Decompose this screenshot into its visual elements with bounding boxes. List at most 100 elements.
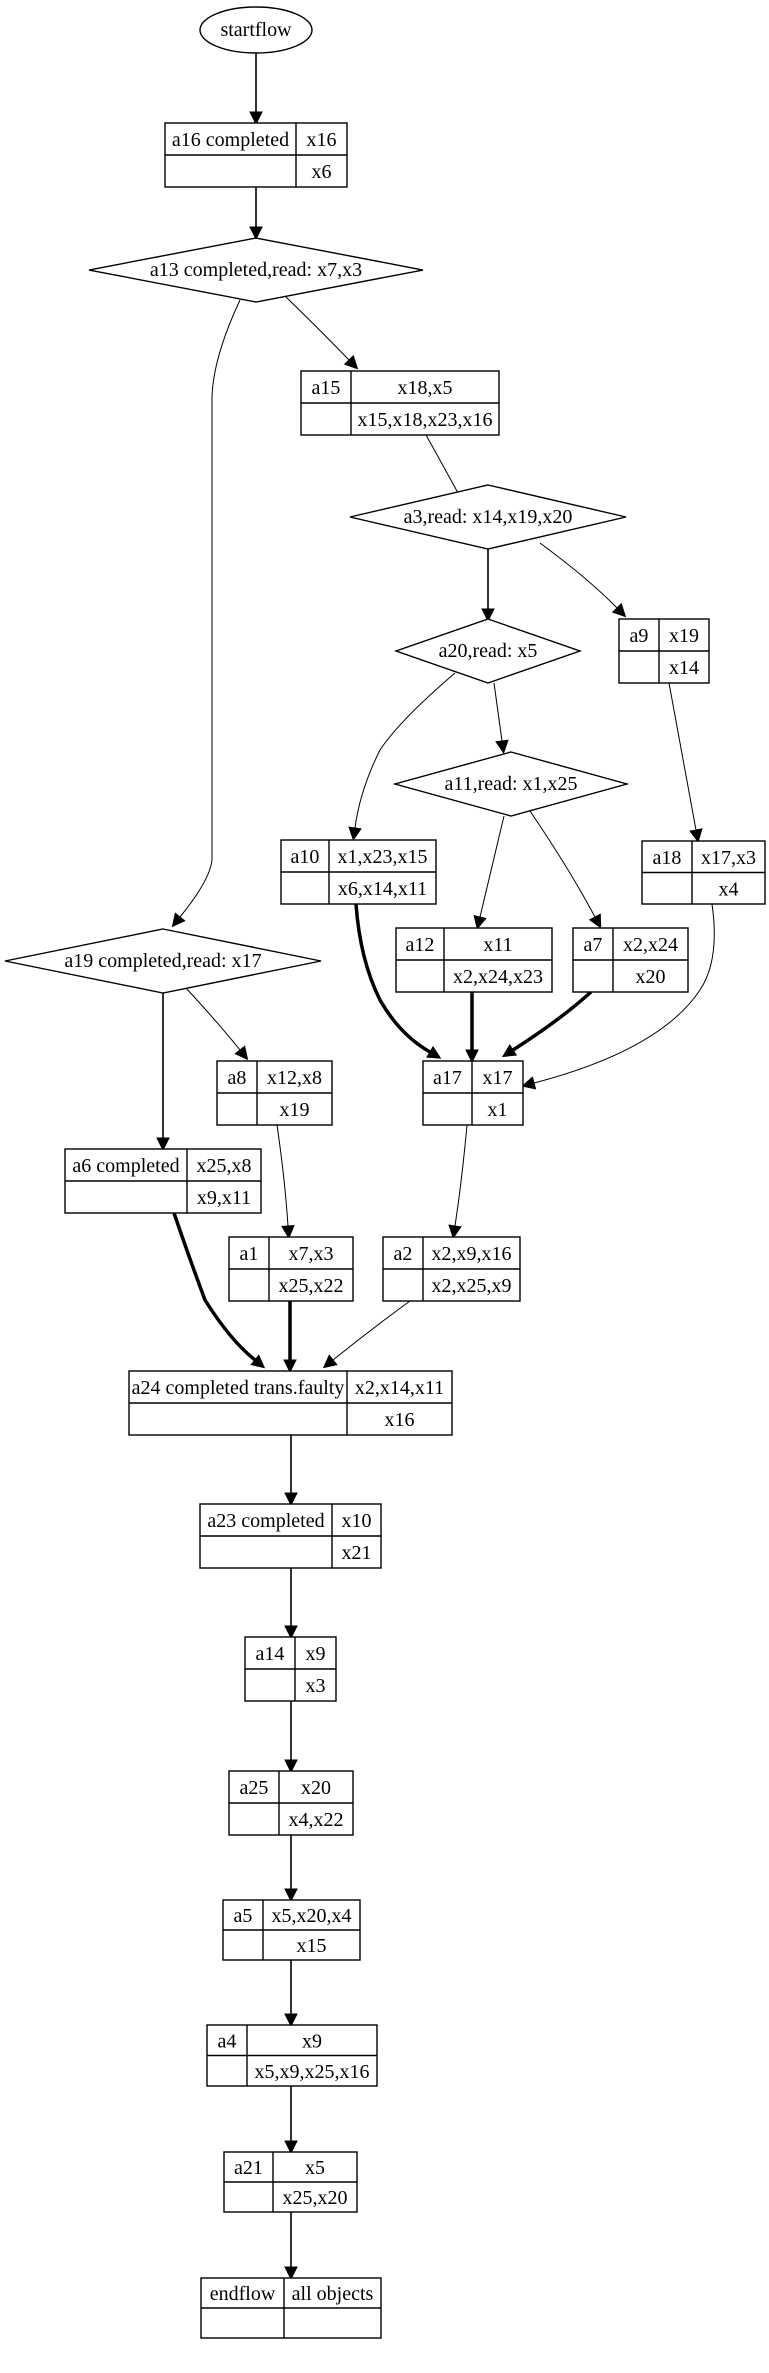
record-node-a6[interactable]: a6 completed x25,x8 x9,x11 [64, 1148, 262, 1214]
arrowhead-icon [501, 1043, 518, 1058]
edge-line [172, 1212, 257, 1362]
edge-line [479, 815, 505, 918]
arrowhead-icon [448, 1224, 462, 1239]
arrowhead-icon [465, 1049, 479, 1064]
record-bottom-vars: x4,x22 [289, 1809, 344, 1831]
arrowhead-icon [284, 1625, 298, 1640]
edge-a12-to-a17 [465, 992, 479, 1064]
edge-a5-to-a4 [284, 1960, 298, 2028]
edge-a18-to-a17 [521, 903, 715, 1090]
arrowhead-icon [689, 828, 703, 843]
record-bottom-vars: x9,x11 [197, 1187, 251, 1209]
diamond-shape [4, 928, 322, 994]
record-name: a14 [256, 1643, 285, 1665]
record-bottom-vars: x25,x20 [283, 2187, 348, 2209]
record-bottom-vars: x15,x18,x23,x16 [358, 409, 493, 431]
record-name: a15 [312, 377, 341, 399]
edge-line [332, 1300, 411, 1361]
decision-node-a3[interactable]: a3,read: x14,x19,x20 [349, 484, 627, 550]
record-top-vars: x2,x9,x16 [432, 1243, 512, 1265]
decision-node-a13[interactable]: a13 completed,read: x7,x3 [88, 237, 424, 303]
record-name: a23 completed [207, 1510, 324, 1532]
arrowhead-icon [611, 602, 627, 618]
record-top-vars: x25,x8 [197, 1155, 252, 1177]
record-top-vars: x20 [301, 1777, 331, 1799]
edge-a14-to-a25 [284, 1701, 298, 1774]
arrowhead-icon [284, 2140, 298, 2155]
edge-a20-to-a10 [348, 672, 456, 841]
arrowhead-icon [284, 2013, 298, 2028]
edge-line [539, 542, 618, 609]
edge-line [529, 810, 596, 918]
record-bottom-vars: x25,x22 [279, 1275, 344, 1297]
record-top-vars: x7,x3 [289, 1243, 334, 1265]
record-bottom-vars: x6,x14,x11 [338, 878, 427, 900]
arrowhead-icon [156, 1137, 170, 1152]
nodes-layer: startflow a13 completed,read: x7,x3 a3,rea… [4, 6, 766, 2339]
record-name: a10 [291, 846, 320, 868]
record-name: a2 [394, 1243, 413, 1265]
arrowhead-icon [284, 2266, 298, 2281]
arrowhead-icon [249, 111, 263, 126]
edge-startflow-to-a16 [249, 53, 263, 126]
record-bottom-vars: x19 [280, 1099, 310, 1121]
record-name: a6 completed [72, 1155, 179, 1177]
diamond-shape [393, 618, 583, 684]
record-node-a1[interactable]: a1 x7,x3 x25,x22 [228, 1236, 354, 1302]
edge-line [354, 903, 431, 1054]
record-top-vars: x19 [669, 625, 699, 647]
arrowhead-icon [588, 913, 602, 929]
diamond-shape [349, 484, 627, 550]
record-name: a9 [630, 625, 649, 647]
diamond-shape [392, 751, 630, 817]
edge-a23-to-a14 [284, 1568, 298, 1640]
record-name: a4 [218, 2030, 237, 2052]
edge-line [512, 990, 593, 1052]
decision-node-a19[interactable]: a19 completed,read: x17 [4, 928, 322, 994]
record-top-vars: x9 [302, 2030, 322, 2052]
record-name: a17 [433, 1067, 462, 1089]
node-startflow[interactable]: startflow [199, 6, 313, 54]
record-top-vars: x2,x24 [623, 934, 678, 956]
edge-a13-to-a15 [284, 295, 359, 370]
decision-node-a20[interactable]: a20,read: x5 [393, 618, 583, 684]
record-top-vars: x9 [306, 1643, 326, 1665]
record-name: endflow [210, 2283, 276, 2305]
edge-a2-to-a24 [322, 1300, 411, 1369]
decision-label: a19 completed,read: x17 [64, 950, 261, 972]
record-name: a12 [406, 934, 435, 956]
edge-line [493, 682, 503, 742]
edge-line [668, 682, 697, 831]
decision-node-a11[interactable]: a11,read: x1,x25 [392, 751, 630, 817]
record-bottom-vars: x2,x24,x23 [453, 966, 543, 988]
record-bottom-vars: x16 [385, 1409, 415, 1431]
edge-a21-to-endflow [284, 2212, 298, 2281]
record-name: a1 [240, 1243, 259, 1265]
arrowhead-icon [250, 1354, 266, 1369]
edge-a11-to-a12 [473, 815, 505, 930]
record-name: a8 [228, 1067, 247, 1089]
edge-a8-to-a1 [276, 1124, 295, 1240]
arrowhead-icon [234, 1045, 249, 1061]
arrowhead-icon [281, 1225, 295, 1240]
record-top-vars: x10 [342, 1510, 372, 1532]
